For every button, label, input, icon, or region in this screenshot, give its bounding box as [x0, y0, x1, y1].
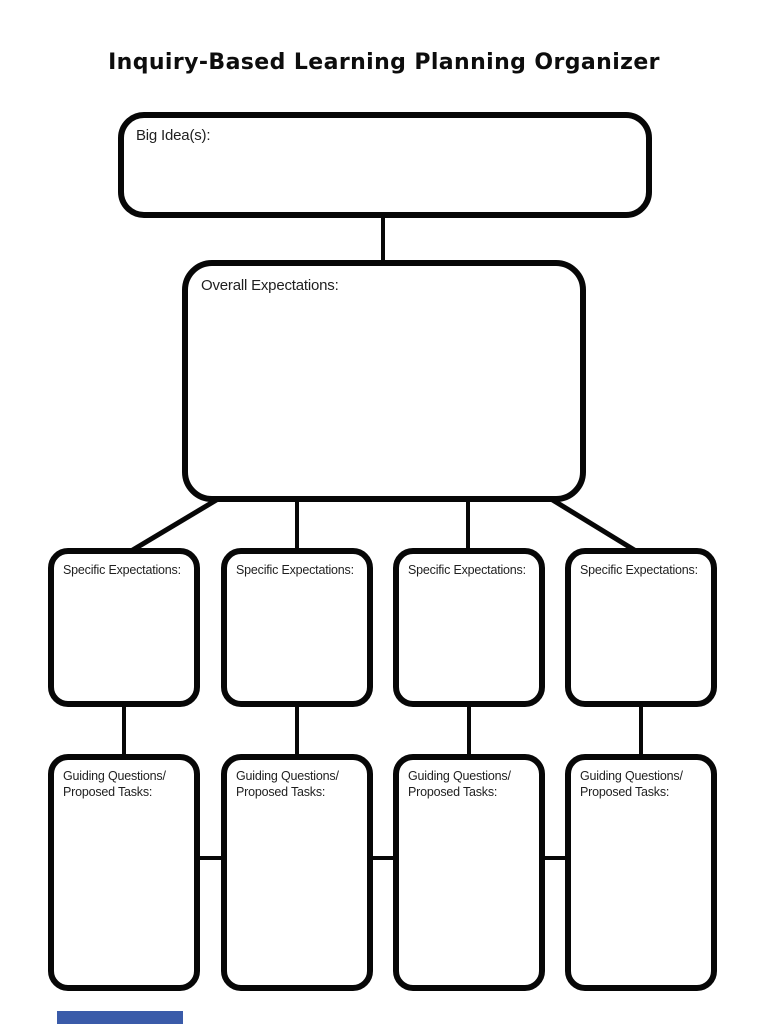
guiding-questions-label-line2: Proposed Tasks:: [408, 784, 498, 799]
specific-expectations-box-2: Specific Expectations:: [221, 548, 373, 707]
guiding-questions-label-line1: Guiding Questions/: [63, 769, 166, 783]
guiding-questions-label-line2: Proposed Tasks:: [580, 784, 670, 799]
connector-overall-specific-1: [129, 496, 220, 554]
guiding-questions-label-line1: Guiding Questions/: [236, 769, 339, 783]
specific-expectations-box-4: Specific Expectations:: [565, 548, 717, 707]
guiding-questions-label-line1: Guiding Questions/: [580, 769, 683, 783]
guiding-questions-box-3: Guiding Questions/ Proposed Tasks:: [393, 754, 545, 991]
specific-expectations-label: Specific Expectations:: [580, 563, 698, 577]
overall-expectations-box: Overall Expectations:: [182, 260, 586, 502]
specific-expectations-label: Specific Expectations:: [236, 563, 354, 577]
specific-expectations-box-1: Specific Expectations:: [48, 548, 200, 707]
overall-expectations-label: Overall Expectations:: [201, 277, 339, 294]
guiding-questions-box-4: Guiding Questions/ Proposed Tasks:: [565, 754, 717, 991]
specific-expectations-label: Specific Expectations:: [63, 563, 181, 577]
connector-overall-specific-4: [549, 496, 638, 554]
specific-expectations-label: Specific Expectations:: [408, 563, 526, 577]
guiding-questions-label-line2: Proposed Tasks:: [236, 784, 326, 799]
guiding-questions-box-2: Guiding Questions/ Proposed Tasks:: [221, 754, 373, 991]
page-title: Inquiry-Based Learning Planning Organize…: [108, 50, 660, 75]
guiding-questions-label-line1: Guiding Questions/: [408, 769, 511, 783]
big-idea-box: Big Idea(s):: [118, 112, 652, 218]
specific-expectations-box-3: Specific Expectations:: [393, 548, 545, 707]
next-page-blue-bar: [57, 1011, 183, 1024]
big-idea-label: Big Idea(s):: [136, 127, 211, 144]
guiding-questions-box-1: Guiding Questions/ Proposed Tasks:: [48, 754, 200, 991]
guiding-questions-label-line2: Proposed Tasks:: [63, 784, 153, 799]
